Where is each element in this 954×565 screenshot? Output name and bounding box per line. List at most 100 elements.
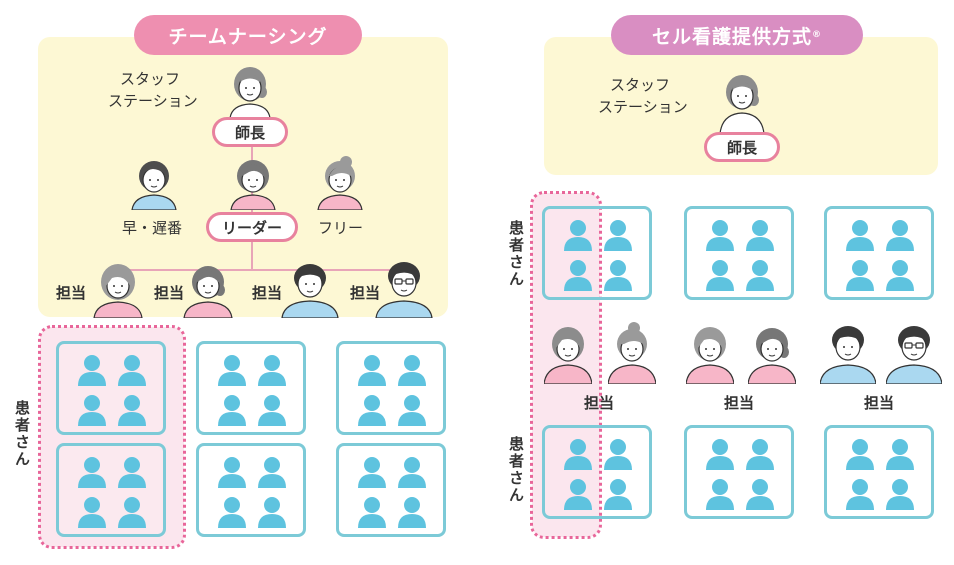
patient-icon — [398, 395, 426, 426]
assigned-nurse-avatar-3 — [281, 264, 339, 318]
right-title: セル看護提供方式® — [611, 15, 863, 55]
patient-icon — [398, 457, 426, 488]
patient-room — [542, 206, 652, 300]
left-station-label: スタッフ ステーション — [108, 68, 198, 112]
right-head-nurse-badge: 師長 — [704, 132, 780, 162]
patient-icon — [358, 395, 386, 426]
patient-icon — [118, 497, 146, 528]
patient-icon — [746, 220, 774, 251]
left-org-line-horizontal — [118, 269, 400, 271]
patient-icon — [358, 355, 386, 386]
cell-assigned-label-2: 担当 — [724, 394, 755, 412]
right-patients-label-top: 患者さん — [507, 220, 525, 288]
right-head-nurse-badge-text: 師長 — [726, 138, 757, 157]
right-highlight-group — [530, 191, 602, 539]
patient-icon — [886, 260, 914, 291]
patient-room — [542, 425, 652, 519]
patient-icon — [846, 260, 874, 291]
patient-room — [196, 443, 306, 537]
right-station-label-line1: スタッフ — [610, 76, 671, 94]
patient-room — [336, 341, 446, 435]
left-highlight-group — [38, 325, 186, 549]
leader-badge-text: リーダー — [221, 218, 282, 237]
patient-icon — [706, 479, 734, 510]
patient-room — [56, 443, 166, 537]
cell-nurse-avatar-1 — [544, 327, 592, 384]
head-nurse-badge-text: 師長 — [234, 123, 265, 142]
patient-icon — [564, 439, 592, 470]
right-station-label: スタッフ ステーション — [598, 74, 688, 118]
patient-icon — [218, 395, 246, 426]
patient-icon — [886, 479, 914, 510]
patient-icon — [564, 260, 592, 291]
patient-room — [196, 341, 306, 435]
assigned-label-2: 担当 — [154, 284, 185, 302]
registered-mark: ® — [812, 30, 822, 40]
patient-icon — [604, 439, 632, 470]
patient-icon — [258, 457, 286, 488]
left-station-label-line1: スタッフ — [120, 70, 181, 88]
patient-icon — [78, 395, 106, 426]
patient-icon — [398, 355, 426, 386]
cell-assigned-label-1: 担当 — [584, 394, 615, 412]
patient-icon — [746, 260, 774, 291]
patient-icon — [604, 220, 632, 251]
cell-assigned-label-3: 担当 — [864, 394, 895, 412]
cell-nurse-avatar-6 — [886, 326, 942, 384]
patient-icon — [118, 457, 146, 488]
patient-icon — [706, 260, 734, 291]
patient-icon — [846, 220, 874, 251]
right-station-label-line2: ステーション — [598, 98, 688, 116]
assigned-label-4: 担当 — [350, 284, 381, 302]
patient-room — [336, 443, 446, 537]
patient-icon — [258, 395, 286, 426]
patient-icon — [218, 457, 246, 488]
patient-room — [684, 206, 794, 300]
assigned-nurse-avatar-1 — [93, 264, 143, 318]
right-head-nurse-avatar — [719, 75, 765, 134]
early-late-label: 早・遅番 — [122, 219, 183, 237]
patient-icon — [78, 497, 106, 528]
right-title-text: セル看護提供方式 — [651, 25, 812, 48]
cell-nurse-avatar-4 — [748, 328, 796, 384]
patient-icon — [886, 439, 914, 470]
patient-icon — [218, 497, 246, 528]
free-nurse-avatar — [317, 156, 363, 210]
patient-icon — [258, 497, 286, 528]
patient-icon — [746, 439, 774, 470]
patient-icon — [78, 457, 106, 488]
patient-icon — [746, 479, 774, 510]
patient-icon — [886, 220, 914, 251]
patient-room — [56, 341, 166, 435]
left-title: チームナーシング — [134, 15, 362, 55]
leader-badge: リーダー — [206, 212, 298, 242]
patient-icon — [218, 355, 246, 386]
patient-icon — [78, 355, 106, 386]
cell-nurse-avatar-5 — [820, 326, 876, 384]
patient-icon — [358, 457, 386, 488]
patient-icon — [706, 220, 734, 251]
cell-nurse-avatar-2 — [608, 322, 656, 384]
patient-room — [684, 425, 794, 519]
patient-icon — [398, 497, 426, 528]
leader-avatar — [230, 160, 276, 210]
patient-icon — [604, 479, 632, 510]
left-title-text: チームナーシング — [168, 25, 328, 48]
patient-icon — [118, 395, 146, 426]
assigned-nurse-avatar-2 — [183, 266, 233, 318]
patient-room — [824, 206, 934, 300]
left-station-label-line2: ステーション — [108, 92, 198, 110]
patient-room — [824, 425, 934, 519]
head-nurse-badge: 師長 — [212, 117, 288, 147]
left-patients-label: 患者さん — [13, 400, 31, 468]
patient-icon — [258, 355, 286, 386]
patient-icon — [706, 439, 734, 470]
free-label: フリー — [318, 219, 364, 237]
patient-icon — [118, 355, 146, 386]
patient-icon — [846, 439, 874, 470]
cell-nurse-avatar-3 — [686, 327, 734, 384]
assigned-label-3: 担当 — [252, 284, 283, 302]
patient-icon — [604, 260, 632, 291]
assigned-nurse-avatar-4 — [375, 262, 433, 318]
patient-icon — [846, 479, 874, 510]
